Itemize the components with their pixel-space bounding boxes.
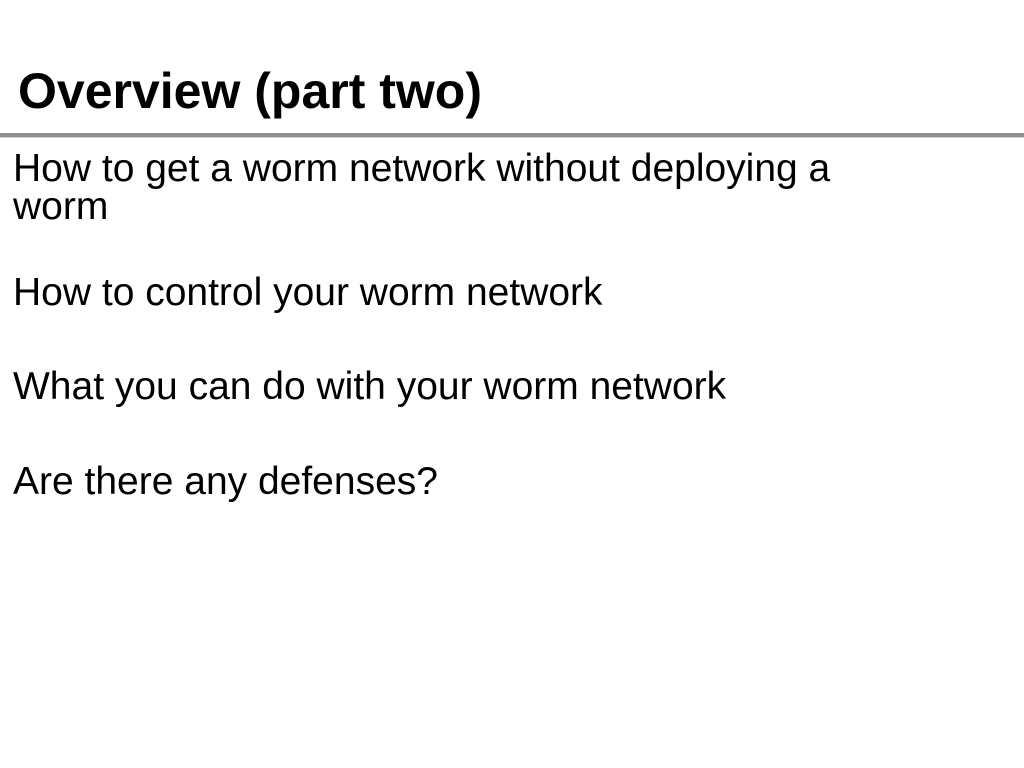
slide-title: Overview (part two)	[18, 63, 482, 119]
bullet-item: How to control your worm network	[13, 271, 603, 314]
bullet-item: How to get a worm network without deploy…	[13, 147, 831, 228]
bullet-item: What you can do with your worm network	[13, 365, 727, 408]
title-divider	[0, 133, 1024, 138]
bullet-item: Are there any defenses?	[13, 460, 438, 503]
